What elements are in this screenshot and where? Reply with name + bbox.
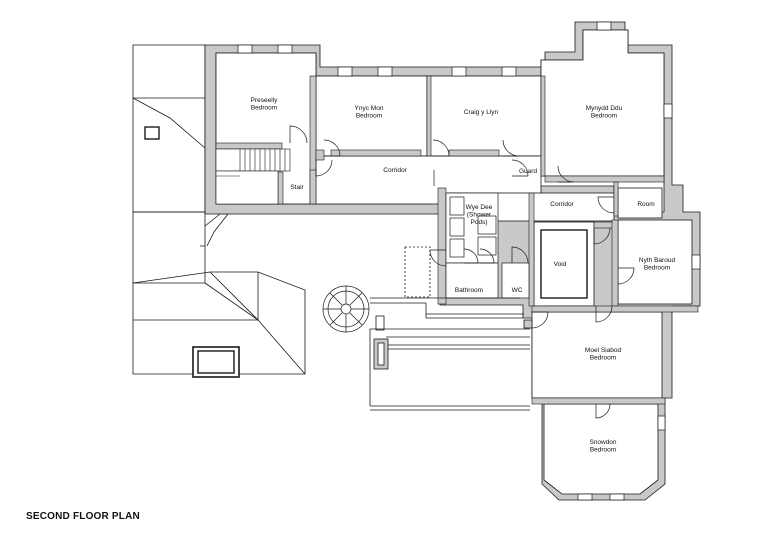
void-inner — [540, 229, 588, 299]
room-label-craig: Craig y Llyn — [464, 109, 499, 116]
doors — [289, 125, 635, 419]
room-label-room: Room — [637, 201, 654, 208]
room-label-mynydd: Mynydd Ddu — [586, 105, 623, 112]
room-label-guard: Guard — [519, 168, 537, 175]
rooflight-icon — [192, 346, 240, 378]
room-label-ynys-mon: Ynyc Mon — [355, 105, 384, 112]
room-label-stair: Stair — [290, 184, 304, 191]
roof-area — [132, 44, 306, 375]
room-label-void: Void — [554, 261, 567, 268]
room-label-nyth: Nyth Baroud — [639, 257, 676, 264]
room-label-corridor-upper: Corridor — [383, 167, 407, 174]
room-label-wye: Pods) — [471, 219, 488, 226]
room-label-preseelly: Preseelly — [251, 97, 278, 104]
room-label-wc: WC — [512, 287, 523, 294]
plan-title: SECOND FLOOR PLAN — [26, 511, 140, 522]
partitions — [215, 75, 699, 405]
room-label-mynydd: Bedroom — [591, 113, 617, 120]
room-label-nyth: Bedroom — [644, 265, 670, 272]
room-label-moel: Moel Siabod — [585, 347, 622, 354]
room-label-wye: Wye Dee — [466, 204, 493, 211]
room-label-moel: Bedroom — [590, 355, 616, 362]
roof-vent-icon — [144, 126, 160, 140]
room-label-snowdon: Bedroom — [590, 447, 616, 454]
windows — [237, 21, 701, 501]
room-label-preseelly: Bedroom — [251, 105, 277, 112]
room-label-corridor-lower: Corridor — [550, 201, 574, 208]
stair-icon — [215, 148, 291, 205]
spiral-stair-icon — [322, 285, 370, 333]
room-label-ynys-mon: Bedroom — [356, 113, 382, 120]
walkways — [369, 246, 533, 411]
room-label-snowdon: Snowdon — [589, 439, 616, 446]
room-label-wye: (Shower — [467, 212, 492, 219]
parapet-line — [204, 213, 229, 247]
room-label-bathroom: Bathroom — [455, 287, 483, 294]
